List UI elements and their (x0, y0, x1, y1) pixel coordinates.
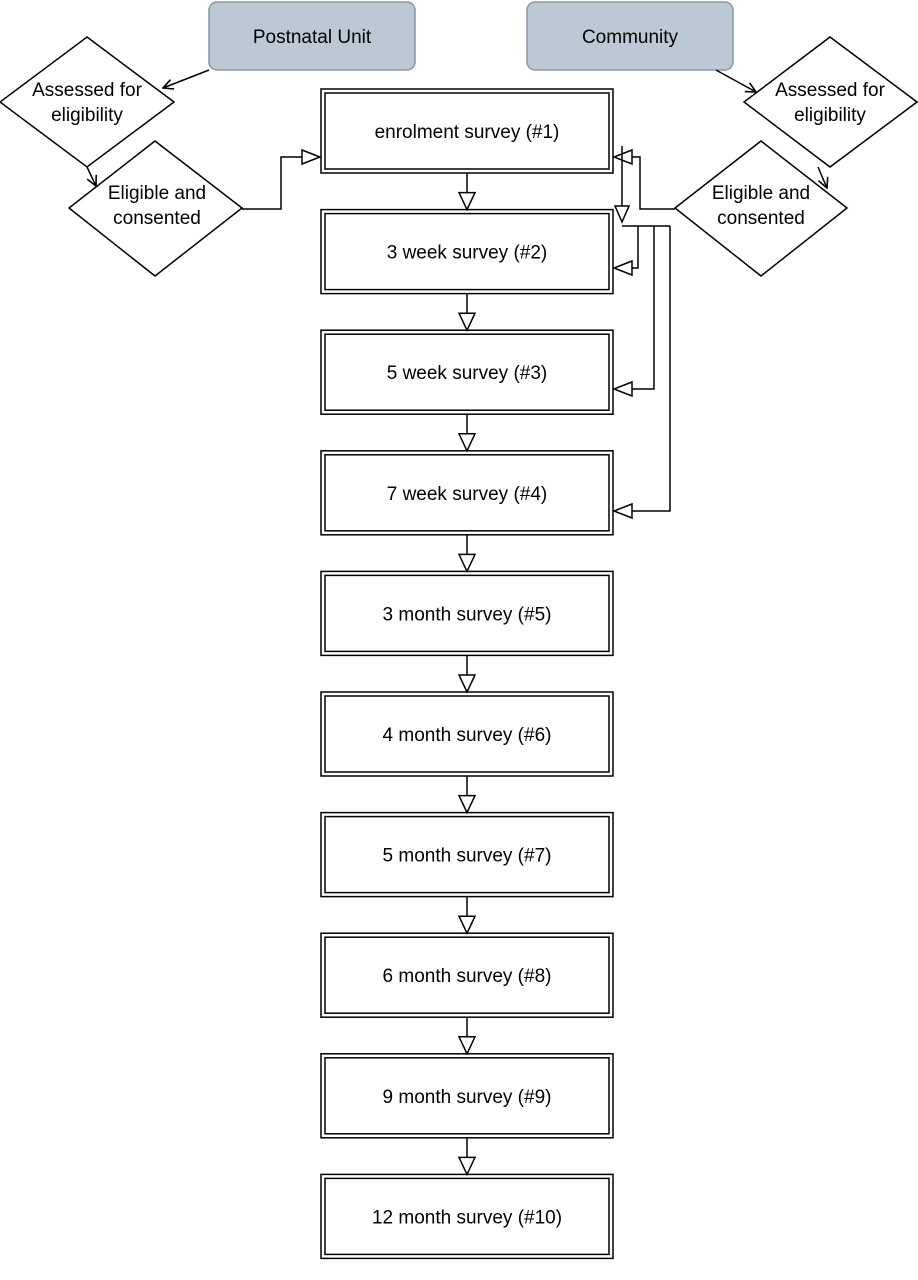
survey-box-10: 12 month survey (#10) (320, 1173, 614, 1260)
decision-left-eligible: Eligible and consented (67, 140, 244, 277)
arrowhead-left-eligible-to-enrolment (301, 148, 323, 166)
source-postnatal-label: Postnatal Unit (253, 27, 372, 48)
arrowhead-entry-to-survey-2 (611, 259, 633, 277)
decision-right-assessed: Assessed for eligibility (742, 36, 918, 168)
connector-right-assessed-to-eligible (817, 166, 827, 188)
connector-postnatal-to-assessed (163, 69, 210, 88)
survey-box-inner-9 (324, 1057, 610, 1135)
arrowhead-survey-9-to-10 (457, 1156, 477, 1177)
arrowhead-survey-1-to-2 (457, 191, 477, 212)
decision-right-eligible: Eligible and consented (673, 140, 849, 277)
survey-box-inner-10 (324, 1177, 610, 1256)
survey-box-outer-7 (320, 811, 614, 898)
source-postnatal-unit: Postnatal Unit (208, 1, 416, 71)
connector-left-eligible-to-enrolment (242, 156, 302, 210)
survey-label-7: 5 month survey (#7) (383, 846, 552, 867)
survey-label-8: 6 month survey (#8) (383, 966, 552, 987)
survey-box-5: 3 month survey (#5) (320, 570, 614, 657)
survey-box-inner-4 (324, 454, 610, 532)
survey-box-inner-7 (324, 815, 610, 894)
survey-label-2: 3 week survey (#2) (387, 243, 548, 264)
arrowhead-survey-5-to-6 (457, 674, 477, 694)
arrowhead-survey-6-to-7 (457, 794, 477, 815)
source-community: Community (526, 1, 734, 71)
connector-community-to-assessed (715, 69, 756, 92)
arrowhead-survey-3-to-4 (457, 433, 477, 453)
arrowhead-enrolment-return (613, 205, 631, 224)
decision-left-eligible-line2: consented (113, 208, 201, 229)
arrowhead-survey-2-to-3 (457, 312, 477, 332)
survey-sequence: enrolment survey (#1) 3 week survey (#2) 5… (320, 88, 614, 1260)
decision-left-assessed: Assessed for eligibility (0, 36, 176, 168)
survey-box-8: 6 month survey (#8) (320, 932, 614, 1018)
survey-box-outer-9 (320, 1053, 614, 1139)
survey-box-inner-1 (324, 92, 610, 170)
decision-right-eligible-line1: Eligible and (712, 183, 810, 204)
survey-box-inner-3 (324, 333, 610, 411)
connector-left-assessed-to-eligible (86, 166, 96, 186)
connector-entry-to-survey-4 (632, 226, 671, 512)
survey-label-3: 5 week survey (#3) (387, 363, 548, 384)
arrowhead-entry-to-survey-4 (611, 502, 633, 520)
decision-right-eligible-line2: consented (717, 208, 805, 229)
survey-box-3: 5 week survey (#3) (320, 329, 614, 415)
survey-label-1: enrolment survey (#1) (375, 122, 560, 143)
survey-box-outer-2 (320, 208, 614, 295)
survey-box-outer-6 (320, 691, 614, 777)
arrowhead-right-eligible-to-enrolment (611, 148, 633, 166)
survey-label-5: 3 month survey (#5) (383, 604, 552, 625)
survey-box-9: 9 month survey (#9) (320, 1053, 614, 1139)
survey-box-4: 7 week survey (#4) (320, 450, 614, 536)
survey-box-outer-1 (320, 88, 614, 174)
connector-entry-to-survey-2 (632, 226, 639, 269)
survey-box-2: 3 week survey (#2) (320, 208, 614, 295)
survey-box-inner-5 (324, 574, 610, 653)
decision-right-assessed-line2: eligibility (794, 105, 866, 126)
survey-box-inner-2 (324, 212, 610, 291)
decision-left-eligible-line1: Eligible and (108, 183, 206, 204)
survey-label-9: 9 month survey (#9) (383, 1087, 552, 1108)
survey-label-6: 4 month survey (#6) (383, 725, 552, 746)
survey-label-10: 12 month survey (#10) (372, 1207, 562, 1228)
arrowhead-survey-7-to-8 (457, 915, 477, 935)
survey-box-outer-5 (320, 570, 614, 657)
arrowhead-survey-8-to-9 (457, 1036, 477, 1056)
connector-right-eligible-to-enrolment (632, 156, 675, 210)
survey-box-7: 5 month survey (#7) (320, 811, 614, 898)
arrowhead-survey-4-to-5 (457, 553, 477, 574)
decision-left-assessed-line2: eligibility (51, 105, 123, 126)
survey-box-outer-4 (320, 450, 614, 536)
survey-connectors (242, 146, 675, 1177)
survey-box-6: 4 month survey (#6) (320, 691, 614, 777)
survey-box-inner-6 (324, 695, 610, 773)
arrowhead-entry-to-survey-3 (611, 380, 633, 398)
decision-right-assessed-line1: Assessed for (775, 80, 885, 101)
connector-entry-to-survey-3 (632, 226, 655, 390)
survey-box-1: enrolment survey (#1) (320, 88, 614, 174)
survey-label-4: 7 week survey (#4) (387, 484, 548, 505)
survey-box-outer-10 (320, 1173, 614, 1260)
source-community-label: Community (582, 27, 679, 48)
survey-box-inner-8 (324, 936, 610, 1014)
decision-left-assessed-line1: Assessed for (32, 80, 142, 101)
